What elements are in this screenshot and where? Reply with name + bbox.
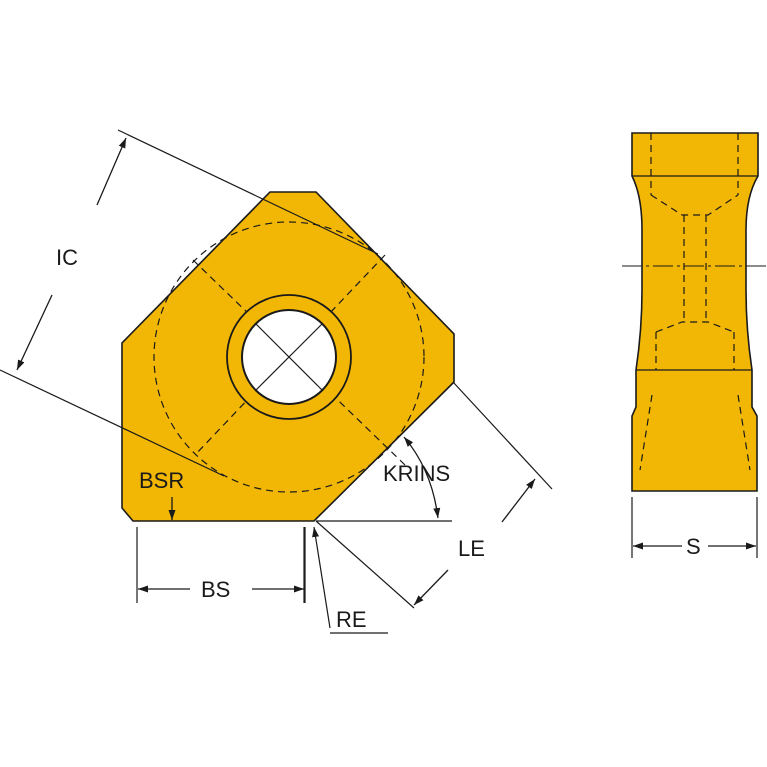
le-label: LE [458,536,485,561]
ic-extension-bottom [0,369,225,477]
le-dimension-line-upper [501,478,536,523]
bs-label: BS [201,577,230,602]
hidden-base-right [737,394,751,471]
re-label: RE [336,607,367,632]
inscribed-circle [153,221,425,493]
le-dimension: LE [315,381,553,609]
insert-side-view: S [622,132,767,559]
side-view-body [631,132,759,492]
ic-dimension-line-lower [16,294,53,371]
hidden-chamfer-bottom [655,321,735,333]
krins-arc [403,436,441,519]
bs-dimension: BS [136,527,306,603]
s-label: S [686,534,701,559]
bsr-dimension: BSR [139,468,184,520]
hidden-chamfer-top [650,194,739,216]
ic-extension-top [117,129,379,255]
ic-dimension-line-upper [96,137,127,206]
ic-label: IC [56,245,78,270]
ic-dimension: IC [0,129,379,477]
bsr-label: BSR [139,468,184,493]
hidden-base-left [639,394,653,471]
le-dimension-line-lower [413,569,449,606]
re-dimension: RE [303,526,388,634]
krins-dimension: KRINS [316,436,452,522]
krins-label: KRINS [383,461,450,486]
re-leader-1 [312,526,331,629]
insert-top-view [121,191,455,522]
le-extension-top [452,381,553,490]
le-extension-bottom [315,520,415,609]
hole-cross-2 [255,323,323,391]
